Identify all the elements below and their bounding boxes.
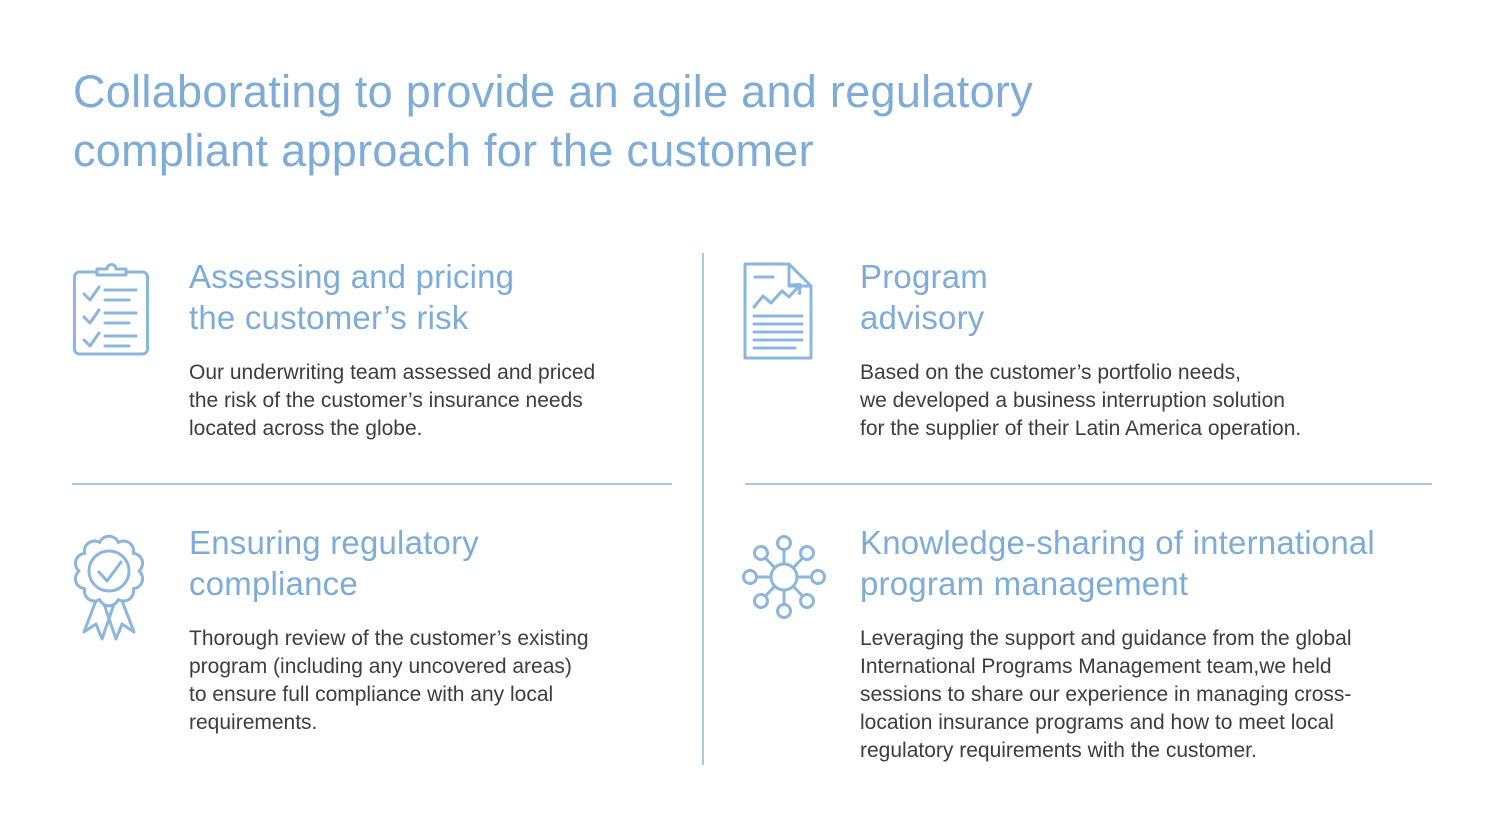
vertical-divider <box>702 253 704 765</box>
award-ribbon-check-icon <box>70 522 189 643</box>
checklist-clipboard-icon <box>72 256 189 357</box>
card-body: Leveraging the support and guidance from… <box>860 627 1352 762</box>
card-heading: Ensuring regulatory compliance <box>189 524 479 602</box>
card-program-advisory: Program advisory Based on the customer’s… <box>742 256 1442 443</box>
card-heading: Assessing and pricing the customer’s ris… <box>189 258 515 336</box>
card-knowledge-sharing: Knowledge-sharing of international progr… <box>740 522 1442 765</box>
card-regulatory-compliance: Ensuring regulatory compliance Thorough … <box>70 522 682 737</box>
card-body: Our underwriting team assessed and price… <box>189 361 596 440</box>
horizontal-divider-right <box>745 483 1432 485</box>
card-body: Thorough review of the customer’s existi… <box>189 627 589 734</box>
network-hub-icon <box>740 522 860 623</box>
page-title: Collaborating to provide an agile and re… <box>73 66 1034 176</box>
card-heading: Program advisory <box>860 258 988 336</box>
report-chart-document-icon <box>742 256 860 361</box>
horizontal-divider-left <box>72 483 672 485</box>
card-body: Based on the customer’s portfolio needs,… <box>860 361 1302 440</box>
card-assessing-pricing: Assessing and pricing the customer’s ris… <box>72 256 682 443</box>
card-heading: Knowledge-sharing of international progr… <box>860 524 1375 602</box>
